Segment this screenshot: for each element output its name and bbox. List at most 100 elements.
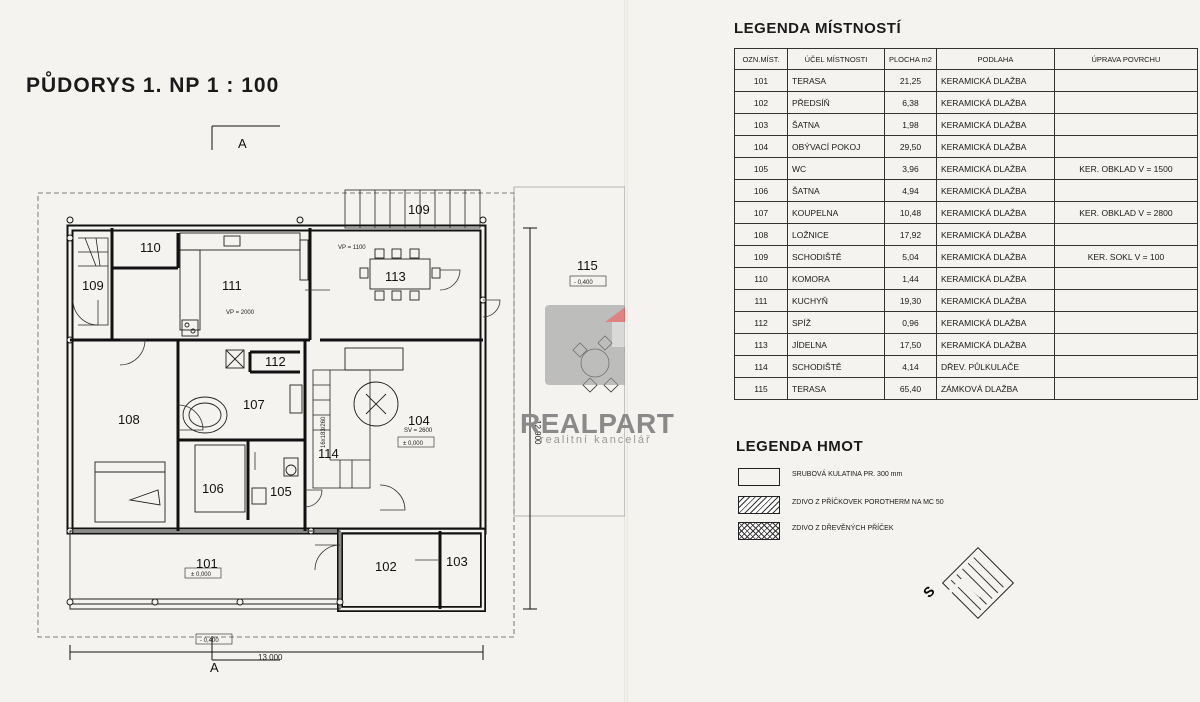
room-109b-label: 109 — [408, 202, 430, 217]
cell-room-floor: KERAMICKÁ DLAŽBA — [935, 267, 1055, 290]
cell-room-surface — [1053, 355, 1198, 378]
cell-room-surface — [1053, 333, 1198, 356]
cell-room-floor: KERAMICKÁ DLAŽBA — [935, 157, 1055, 180]
cell-room-purpose: TERASA — [787, 69, 885, 92]
cell-room-purpose: WC — [787, 157, 885, 180]
cell-room-surface — [1053, 267, 1198, 290]
cell-room-purpose: ŠATNA — [787, 113, 885, 136]
level-outside: - 0,400 — [200, 638, 219, 644]
cell-room-surface — [1053, 91, 1198, 114]
cell-room-purpose: PŘEDSÍŇ — [787, 91, 885, 114]
level-115: - 0,400 — [574, 280, 593, 286]
watermark-brand: REALPART — [520, 408, 675, 439]
terrace-101-railing — [66, 530, 344, 610]
level-101: ± 0,000 — [191, 572, 212, 578]
cell-room-area: 21,25 — [884, 69, 937, 92]
room-109-label: 109 — [82, 278, 104, 293]
cell-room-area: 17,50 — [884, 333, 937, 356]
header-area: PLOCHA m2 — [884, 48, 937, 70]
cell-room-id: 110 — [734, 267, 788, 290]
cell-room-floor: KERAMICKÁ DLAŽBA — [935, 289, 1055, 312]
material-legend-title: LEGENDA HMOT — [736, 438, 864, 455]
cell-room-id: 109 — [734, 245, 788, 268]
material-swatch-porotherm — [738, 496, 780, 514]
cell-room-area: 1,44 — [884, 267, 937, 290]
cell-room-purpose: SCHODIŠTĚ — [787, 245, 885, 268]
interior-walls — [70, 228, 483, 531]
level-104: ± 0,000 — [403, 441, 424, 447]
cell-room-area: 3,96 — [884, 157, 937, 180]
cell-room-area: 17,92 — [884, 223, 937, 246]
cell-room-area: 4,94 — [884, 179, 937, 202]
stairs-109-outer — [344, 189, 481, 229]
cell-room-id: 103 — [734, 113, 788, 136]
cell-room-surface — [1053, 377, 1198, 400]
cell-room-purpose: KOMORA — [787, 267, 885, 290]
cell-room-surface — [1053, 311, 1198, 334]
room-101-label: 101 — [196, 556, 218, 571]
cell-room-area: 29,50 — [884, 135, 937, 158]
watermark-tagline: realitní kancelář — [540, 434, 652, 446]
cell-room-purpose: SCHODIŠTĚ — [787, 355, 885, 378]
cell-room-floor: KERAMICKÁ DLAŽBA — [935, 201, 1055, 224]
cell-room-floor: KERAMICKÁ DLAŽBA — [935, 223, 1055, 246]
cell-room-purpose: OBÝVACÍ POKOJ — [787, 135, 885, 158]
cell-room-purpose: JÍDELNA — [787, 333, 885, 356]
dimension-width: 13 000 — [258, 653, 283, 662]
cell-room-floor: KERAMICKÁ DLAŽBA — [935, 113, 1055, 136]
room-107-label: 107 — [243, 397, 265, 412]
note-sv-2600: SV = 2600 — [404, 428, 433, 434]
cell-room-floor: KERAMICKÁ DLAŽBA — [935, 135, 1055, 158]
cell-room-area: 1,98 — [884, 113, 937, 136]
cell-room-id: 104 — [734, 135, 788, 158]
room-112-label: 112 — [265, 354, 286, 369]
cell-room-purpose: KUCHYŇ — [787, 289, 885, 312]
cell-room-purpose: KOUPELNA — [787, 201, 885, 224]
watermark-logo — [545, 305, 625, 385]
cell-room-surface: KER. OBKLAD V = 1500 — [1053, 157, 1198, 180]
plot-boundary — [37, 192, 515, 638]
cell-room-floor: KERAMICKÁ DLAŽBA — [935, 245, 1055, 268]
doors — [72, 269, 501, 571]
room-legend-title: LEGENDA MÍSTNOSTÍ — [734, 20, 902, 37]
dimension-height: 12 900 — [533, 420, 542, 445]
room-114-label: 114 — [318, 446, 339, 461]
cell-room-floor: KERAMICKÁ DLAŽBA — [935, 311, 1055, 334]
note-stair: 16x183/260 — [321, 416, 327, 448]
header-room-id: OZN.MÍST. — [734, 48, 788, 70]
bed — [94, 461, 166, 523]
cell-room-floor: KERAMICKÁ DLAŽBA — [935, 179, 1055, 202]
cell-room-purpose: SPÍŽ — [787, 311, 885, 334]
cell-room-floor: KERAMICKÁ DLAŽBA — [935, 333, 1055, 356]
plan-title: PŮDORYS 1. NP 1 : 100 — [26, 74, 280, 97]
material-swatch-log — [738, 468, 780, 486]
room-108-label: 108 — [118, 412, 140, 427]
room-106-label: 106 — [202, 481, 224, 496]
cell-room-id: 114 — [734, 355, 788, 378]
wc-fixtures — [194, 444, 299, 513]
cell-room-surface — [1053, 69, 1198, 92]
cell-room-surface — [1053, 179, 1198, 202]
cell-room-id: 102 — [734, 91, 788, 114]
cell-room-surface: KER. SOKL V = 100 — [1053, 245, 1198, 268]
cell-room-id: 101 — [734, 69, 788, 92]
cell-room-surface — [1053, 135, 1198, 158]
room-102-label: 102 — [375, 559, 397, 574]
material-label-porotherm: ZDIVO Z PŘÍČKOVEK POROTHERM NA MC 50 — [792, 499, 944, 506]
cell-room-purpose: TERASA — [787, 377, 885, 400]
section-markers — [69, 125, 537, 661]
bathroom-fixtures — [182, 349, 303, 434]
header-floor: PODLAHA — [935, 48, 1055, 70]
cell-room-floor: DŘEV. PŮLKULAČE — [935, 355, 1055, 378]
